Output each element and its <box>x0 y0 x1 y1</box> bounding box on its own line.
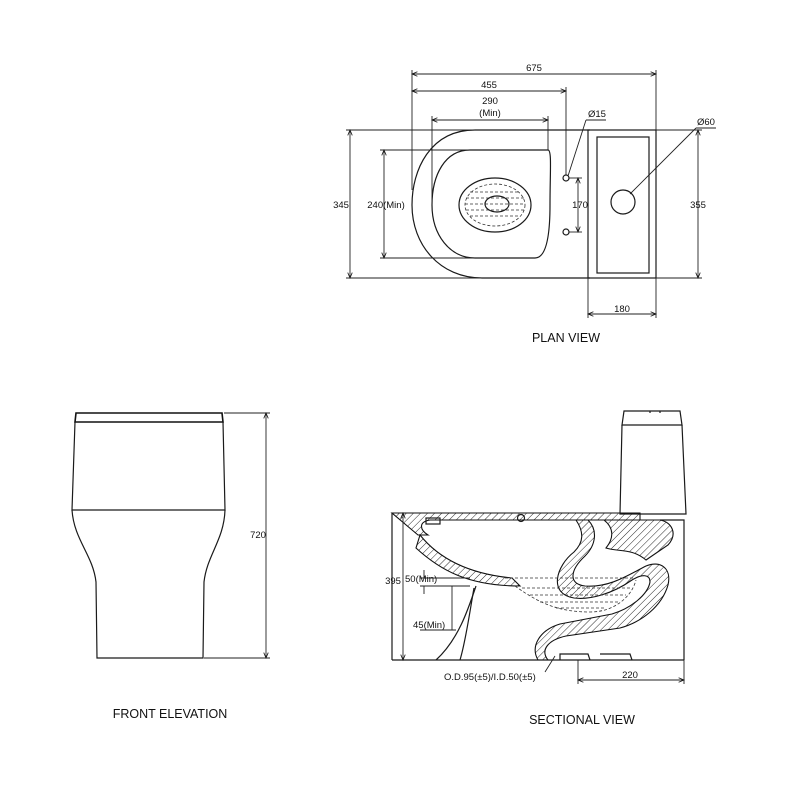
plan-view-title: PLAN VIEW <box>532 331 600 345</box>
plan-seat-hole-bottom <box>562 228 570 236</box>
front-elevation-title: FRONT ELEVATION <box>113 707 228 721</box>
section-rim <box>390 512 641 536</box>
sectional-view: 395 50(Min) 45(Min) O.D.95(±5)/I.D.50(±5… <box>385 410 687 727</box>
dim-hole-spacing: 170 <box>572 200 588 211</box>
section-tank-lid <box>621 410 683 426</box>
sectional-view-title: SECTIONAL VIEW <box>529 713 635 727</box>
section-water-hatch <box>522 587 630 609</box>
section-rear-wall <box>590 519 674 561</box>
front-lid <box>74 412 224 423</box>
section-bowl-wall <box>415 533 522 587</box>
plan-tank-outer <box>587 129 657 279</box>
plan-drain-hole <box>484 195 510 213</box>
dim-depth-right: 355 <box>690 200 706 211</box>
section-tank-body <box>619 424 687 515</box>
dim-hole-small: Ø15 <box>588 109 606 120</box>
dim-front-height: 720 <box>250 530 266 541</box>
front-bowl <box>71 509 226 659</box>
dim-bowl-length: 455 <box>481 80 497 91</box>
dim-rough-in: 220 <box>622 670 638 681</box>
dim-depth-left: 345 <box>333 200 349 211</box>
dim-rim-height: 395 <box>385 576 401 587</box>
plan-view: 675 455 290 (Min) Ø15 Ø60 345 240(Min) 1… <box>333 63 716 345</box>
dim-hole-large: Ø60 <box>697 117 715 128</box>
plan-water-hatch <box>465 191 525 217</box>
dim-outlet-gap: 45(Min) <box>413 620 445 631</box>
plan-seat-rim <box>431 149 552 259</box>
plan-bowl-outline <box>411 129 590 279</box>
dim-opening-length: 290 <box>482 96 498 107</box>
plan-bowl-inner <box>458 177 532 233</box>
section-outlet-base <box>559 653 633 661</box>
dim-outlet-pipe: O.D.95(±5)/I.D.50(±5) <box>444 672 536 683</box>
dim-water-seal: 50(Min) <box>405 574 437 585</box>
dim-depth-inner: 240(Min) <box>367 200 405 211</box>
dim-opening-min: (Min) <box>479 108 501 119</box>
dim-tank-width: 180 <box>614 304 630 315</box>
front-elevation: 720 FRONT ELEVATION <box>71 412 270 721</box>
plan-flush-hole <box>610 189 636 215</box>
front-tank <box>71 421 226 511</box>
plan-tank-inner <box>596 136 650 274</box>
dim-overall-length: 675 <box>526 63 542 74</box>
